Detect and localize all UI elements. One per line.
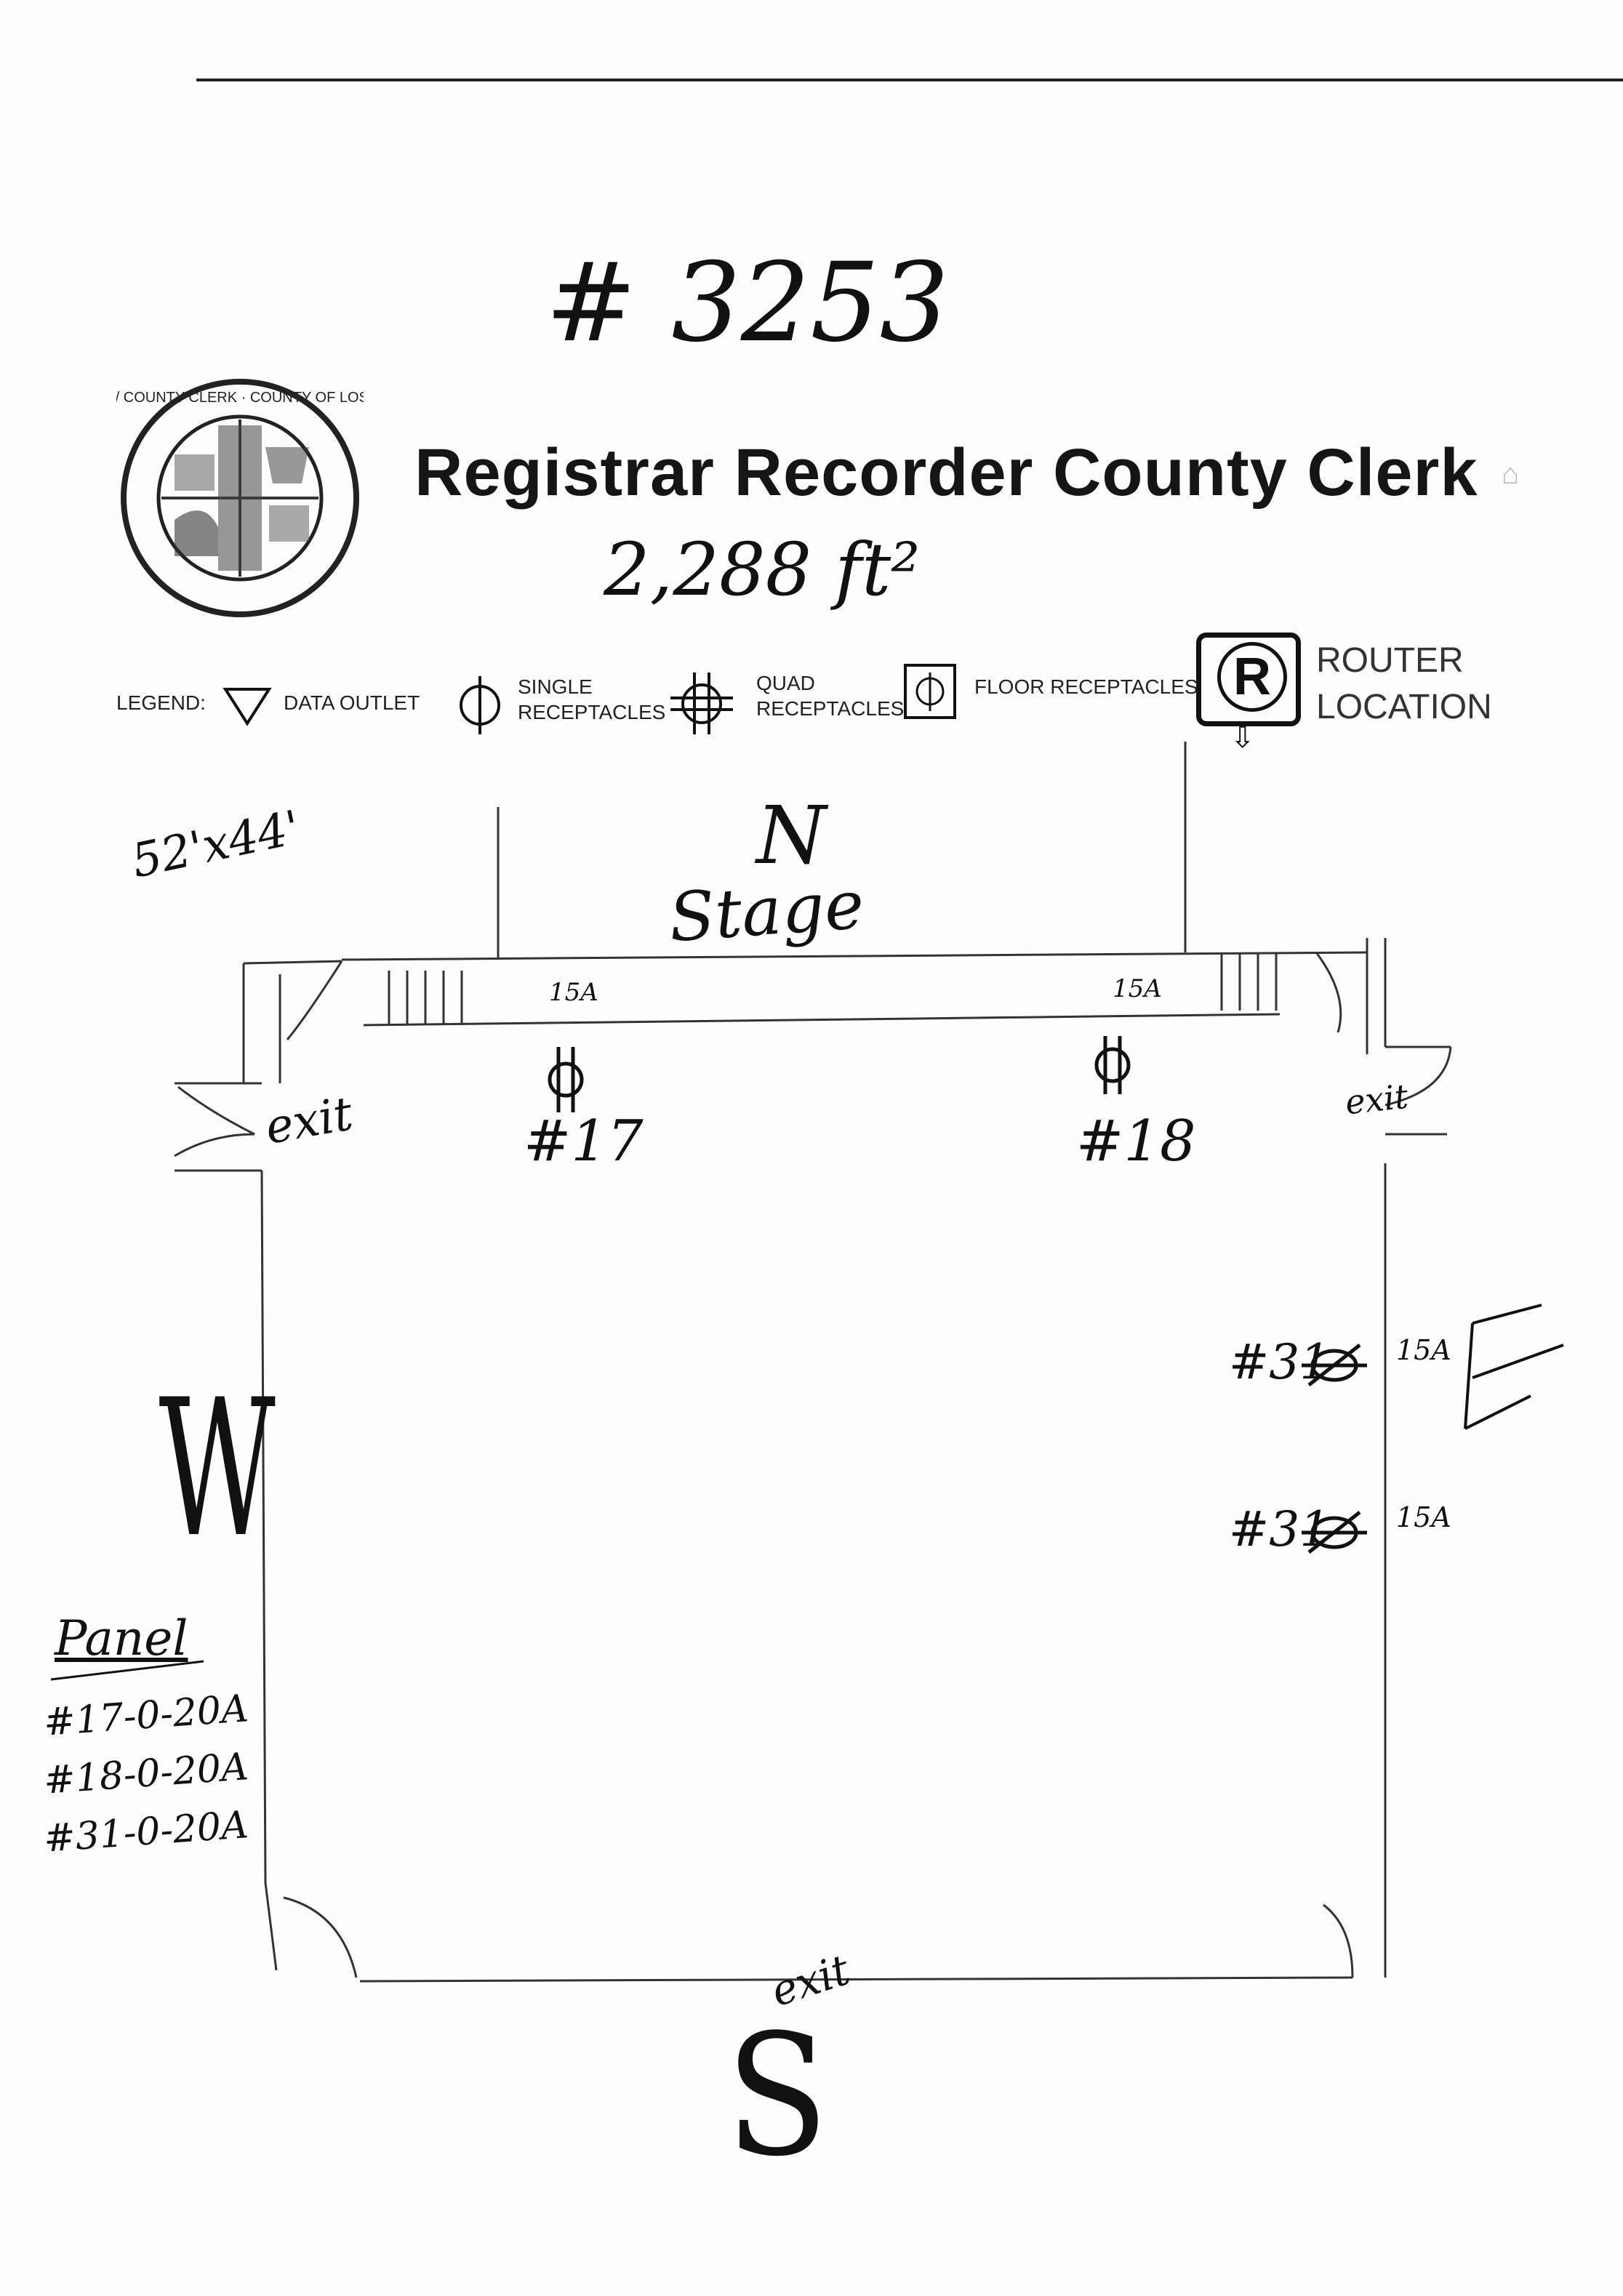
panel-title: Panel	[55, 1610, 188, 1666]
east-outlet-2-amp: 15A	[1396, 1501, 1451, 1533]
north-label: N	[756, 789, 827, 882]
page-title: Registrar Recorder County Clerk	[414, 435, 1478, 510]
legend-quad-line1: QUAD	[756, 672, 815, 694]
router-box-icon: R	[1196, 633, 1301, 726]
router-location-line1: ROUTER	[1316, 641, 1464, 680]
east-outlet-1-label: #31	[1229, 1334, 1331, 1390]
quad-receptacle-icon	[670, 673, 733, 734]
router-location-line2: LOCATION	[1316, 688, 1492, 726]
legend-data-outlet: DATA OUTLET	[284, 691, 420, 714]
west-label: W	[159, 1360, 276, 1579]
top-border-line	[196, 79, 1623, 81]
stage-amp-left: 15A	[549, 978, 598, 1007]
floor-receptacle-icon	[904, 664, 956, 719]
area-annotation: 2,288 ft²	[604, 527, 921, 612]
home-icon: ⌂	[1502, 458, 1520, 490]
stage-amp-right: 15A	[1113, 974, 1162, 1003]
single-receptacle-icon	[460, 676, 500, 734]
data-outlet-triangle-icon	[223, 688, 272, 726]
router-arrow-icon: ⇩	[1230, 722, 1255, 754]
legend-single-line1: SINGLE	[518, 675, 593, 698]
east-outlet-1-amp: 15A	[1396, 1334, 1451, 1366]
legend-quad-line2: RECEPTACLES	[756, 697, 905, 720]
exit-east-label: exit	[1343, 1076, 1410, 1123]
stage-label: Stage	[666, 865, 867, 958]
outlet-18-label: #18	[1076, 1109, 1196, 1174]
legend-single-line2: RECEPTACLES	[518, 701, 666, 723]
legend-label: LEGEND:	[116, 691, 206, 714]
outlet-17-label: #17	[524, 1109, 644, 1174]
south-label: S	[725, 1999, 829, 2193]
east-outlet-2-label: #31	[1229, 1501, 1331, 1557]
router-symbol: R	[1217, 642, 1287, 712]
document-number: # 3253	[545, 240, 950, 366]
legend-floor: FLOOR RECEPTACLES	[974, 675, 1198, 698]
